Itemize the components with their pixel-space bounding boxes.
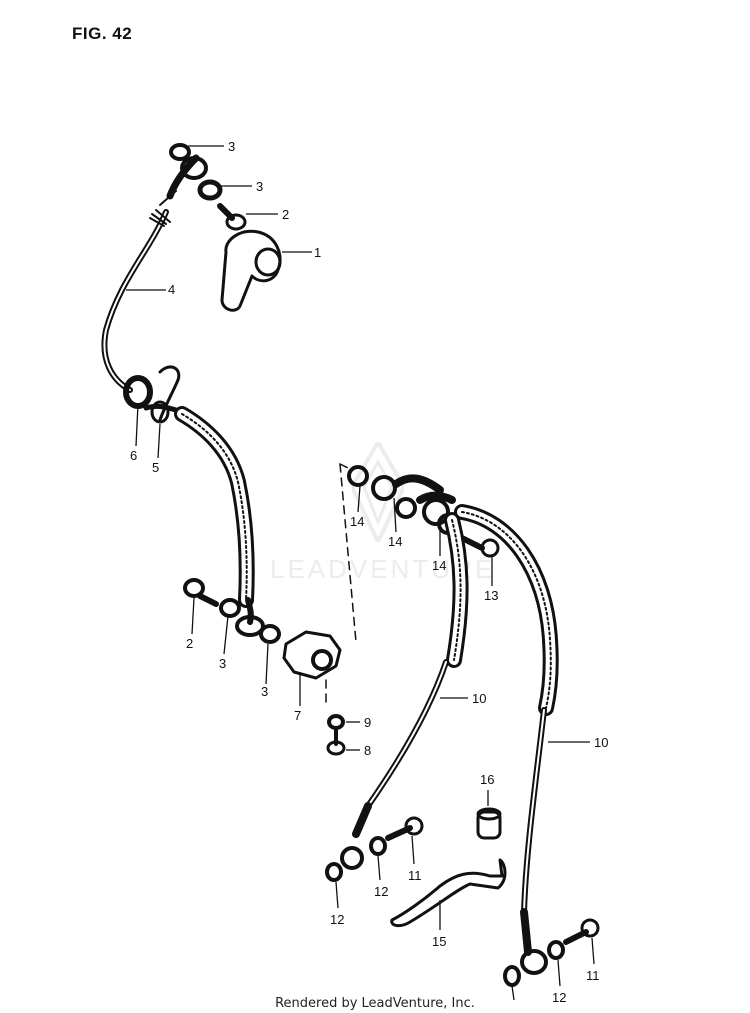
hose-grommet-and-clamp bbox=[123, 365, 185, 424]
callout-labels: 3 3 2 1 4 6 5 2 3 3 7 9 8 10 10 14 14 14… bbox=[130, 139, 608, 1005]
upper-brake-hose bbox=[101, 154, 200, 393]
callout-12: 12 bbox=[552, 990, 566, 1005]
callout-11: 11 bbox=[408, 868, 422, 883]
callout-10: 10 bbox=[594, 735, 608, 750]
joint-washer-and-bolt bbox=[326, 714, 346, 756]
callout-16: 16 bbox=[480, 772, 494, 787]
lower-union-bolt bbox=[183, 578, 219, 607]
callout-14: 14 bbox=[432, 558, 446, 573]
callout-12: 12 bbox=[330, 912, 344, 927]
callout-14: 14 bbox=[388, 534, 402, 549]
assembly-guide-lines bbox=[325, 463, 357, 709]
bleeder-cap bbox=[220, 229, 282, 312]
callout-11: 11 bbox=[586, 968, 600, 983]
callout-3: 3 bbox=[219, 656, 226, 671]
callout-7: 7 bbox=[294, 708, 301, 723]
callout-9: 9 bbox=[364, 715, 371, 730]
brake-hose-joint bbox=[282, 630, 342, 680]
left-lower-brake-hose bbox=[325, 512, 469, 882]
callout-5: 5 bbox=[152, 460, 159, 475]
callout-2: 2 bbox=[186, 636, 193, 651]
hose-bracket bbox=[390, 858, 507, 928]
callout-3: 3 bbox=[228, 139, 235, 154]
callout-10: 10 bbox=[472, 691, 486, 706]
callout-3: 3 bbox=[256, 179, 263, 194]
caliper-bolts bbox=[385, 816, 600, 945]
callout-15: 15 bbox=[432, 934, 446, 949]
upper-hose-protector bbox=[174, 406, 255, 608]
upper-banjo-fitting bbox=[169, 143, 223, 201]
callout-4: 4 bbox=[168, 282, 175, 297]
callout-1: 1 bbox=[314, 245, 321, 260]
leader-lines bbox=[126, 145, 595, 1001]
bracket-grommet bbox=[476, 807, 502, 840]
upper-hose-lower-banjo bbox=[219, 597, 281, 644]
right-lower-brake-hose bbox=[454, 504, 565, 987]
figure-title: FIG. 42 bbox=[72, 24, 133, 43]
callout-2: 2 bbox=[282, 207, 289, 222]
callout-8: 8 bbox=[364, 743, 371, 758]
callout-14: 14 bbox=[350, 514, 364, 529]
footer-credit: Rendered by LeadVenture, Inc. bbox=[275, 996, 475, 1011]
callout-12: 12 bbox=[374, 884, 388, 899]
callout-6: 6 bbox=[130, 448, 137, 463]
callout-13: 13 bbox=[484, 588, 498, 603]
callout-3: 3 bbox=[261, 684, 268, 699]
upper-union-bolt bbox=[217, 203, 247, 231]
lower-hoses-banjo-group bbox=[347, 465, 500, 558]
